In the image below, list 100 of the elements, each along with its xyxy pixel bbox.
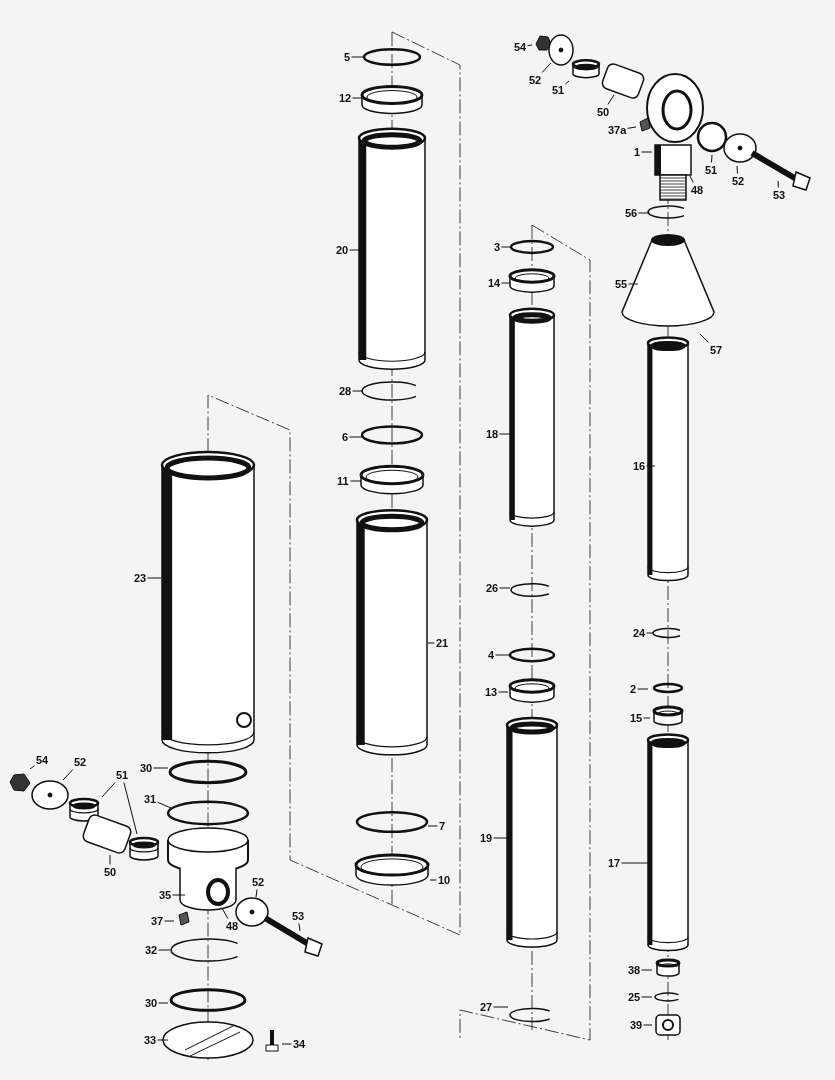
leader-line: [527, 44, 533, 47]
callout-number: 33: [144, 1033, 157, 1047]
callout-number: 18: [486, 427, 499, 441]
callout-number: 57: [710, 343, 723, 357]
leader-line: [643, 717, 651, 719]
callout-number: 3: [494, 240, 501, 254]
callout-number: 39: [630, 1018, 643, 1032]
leader-line: [607, 94, 615, 105]
leader-line: [352, 390, 364, 392]
callout-number: 26: [486, 581, 499, 595]
callout-number: 54: [36, 753, 49, 767]
leader-line: [641, 969, 653, 971]
leader-line: [349, 436, 364, 438]
callout-number: 31: [144, 792, 157, 806]
callout-number: 55: [615, 277, 628, 291]
leader-line: [638, 212, 651, 214]
leader-line: [498, 691, 509, 693]
callout-number: 52: [732, 174, 745, 188]
callout-number: 28: [339, 384, 352, 398]
leader-line: [501, 282, 511, 284]
leader-line: [351, 56, 365, 58]
callout-number: 23: [134, 571, 147, 585]
leader-line: [777, 180, 779, 188]
callout-number: 24: [633, 626, 646, 640]
leader-line: [499, 433, 511, 435]
leader-line: [699, 333, 709, 343]
callout-number: 4: [488, 648, 495, 662]
leader-line: [646, 632, 654, 634]
leader-line: [493, 1006, 509, 1008]
callout-number: 48: [226, 919, 239, 933]
leader-line: [349, 249, 361, 251]
leader-line: [62, 769, 74, 781]
leader-line: [153, 767, 169, 769]
leader-line: [646, 465, 656, 467]
leader-line: [147, 577, 162, 579]
callout-number: 35: [159, 888, 172, 902]
callout-number: 52: [529, 73, 542, 87]
leader-line: [621, 862, 649, 864]
callout-number: 54: [514, 40, 527, 54]
leader-line: [221, 907, 229, 919]
leader-line: [123, 782, 138, 835]
leader-line: [565, 80, 570, 85]
callout-number: 52: [252, 875, 265, 889]
callout-number: 30: [140, 761, 153, 775]
callout-number: 14: [488, 276, 501, 290]
leader-line: [101, 782, 116, 798]
leader-line: [157, 801, 172, 809]
callout-number: 19: [480, 831, 493, 845]
callout-number: 16: [633, 459, 646, 473]
callout-number: 37a: [608, 123, 627, 137]
leader-line: [641, 996, 653, 998]
callout-number: 53: [292, 909, 305, 923]
leader-line: [172, 894, 186, 896]
leader-line: [429, 879, 437, 881]
callout-number: 51: [705, 163, 718, 177]
leader-line: [641, 151, 653, 153]
callout-number: 13: [485, 685, 498, 699]
leader-line: [711, 154, 713, 163]
leader-line: [628, 283, 639, 285]
callout-number: 27: [480, 1000, 493, 1014]
callout-number: 21: [436, 636, 449, 650]
leader-line: [637, 688, 649, 690]
callout-number: 10: [438, 873, 451, 887]
leader-line: [627, 126, 637, 129]
callout-number: 30: [145, 996, 158, 1010]
callout-number: 20: [336, 243, 349, 257]
callout-number: 51: [116, 768, 129, 782]
leader-line: [427, 825, 438, 827]
callout-number: 2: [630, 682, 637, 696]
leader-line: [158, 949, 171, 951]
callout-number: 1: [634, 145, 641, 159]
callout-number: 50: [597, 105, 610, 119]
callout-number: 34: [293, 1037, 306, 1051]
leader-line: [643, 1024, 653, 1026]
leader-line: [109, 854, 111, 865]
callout-number: 12: [339, 91, 352, 105]
callout-number: 7: [439, 819, 446, 833]
leader-line: [350, 480, 362, 482]
leader-line: [281, 1043, 292, 1045]
leader-line: [541, 62, 552, 73]
callout-number: 51: [552, 83, 565, 97]
callout-number: 32: [145, 943, 158, 957]
callout-number: 37: [151, 914, 164, 928]
leader-line: [29, 765, 35, 770]
callout-number: 52: [74, 755, 87, 769]
leader-line: [255, 889, 258, 898]
callout-number: 11: [337, 474, 349, 488]
callout-number: 48: [691, 183, 704, 197]
leader-line: [352, 97, 363, 99]
callout-number: 15: [630, 711, 643, 725]
leader-line: [158, 1002, 169, 1004]
callout-number: 53: [773, 188, 786, 202]
leader-line: [157, 1039, 169, 1041]
callout-number: 25: [628, 990, 641, 1004]
leader-line: [736, 165, 738, 174]
leader-line: [499, 587, 511, 589]
leader-line: [689, 175, 694, 183]
callout-number: 50: [104, 865, 117, 879]
callout-number: 6: [342, 430, 349, 444]
leader-line: [501, 246, 511, 248]
